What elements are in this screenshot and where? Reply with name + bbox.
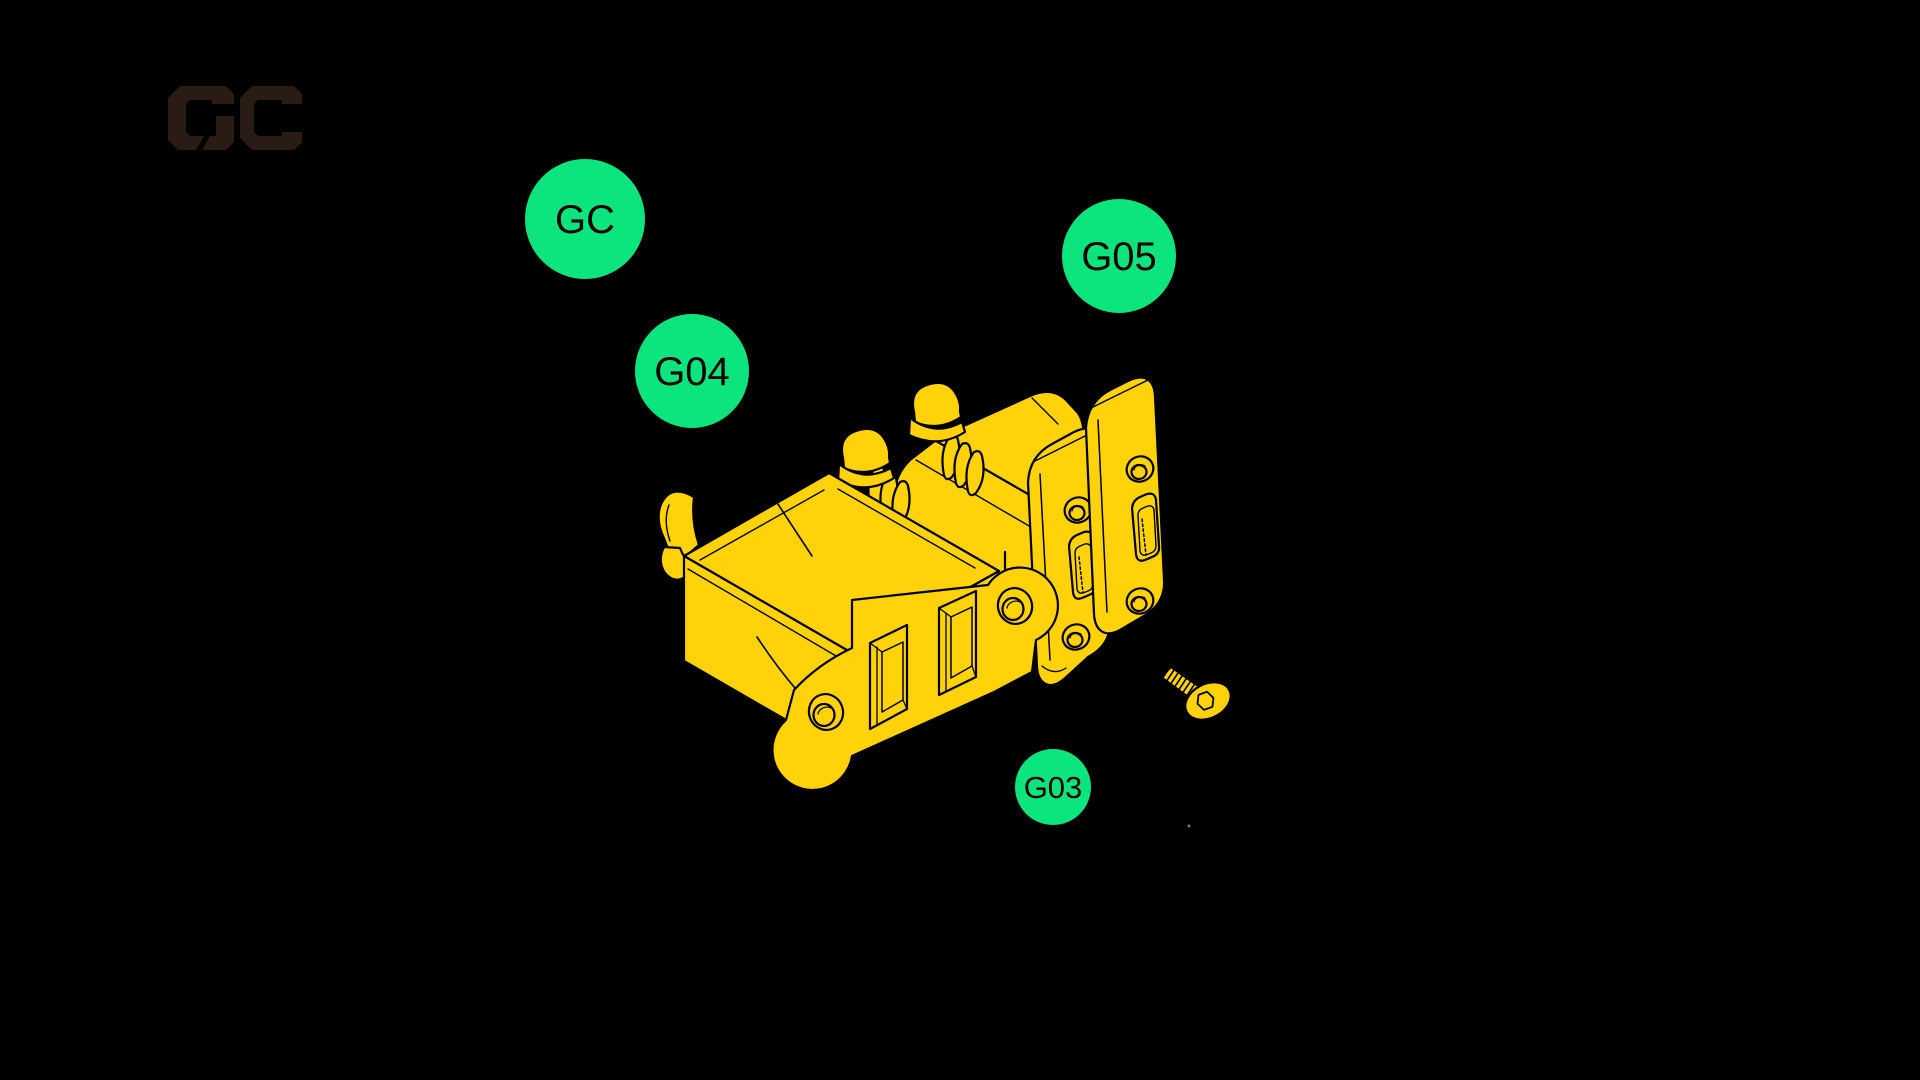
boss-arc-line: [756, 636, 796, 689]
top-chamfer-line: [837, 488, 976, 569]
plate-top-line: [1090, 378, 1151, 409]
slot-inner: [950, 606, 973, 679]
left-chamfer-line: [687, 568, 849, 664]
top-chamfer-line: [699, 489, 825, 561]
front-plate: [771, 566, 1060, 792]
plate-bottom-line: [1041, 665, 1067, 673]
screw: [1159, 665, 1232, 721]
badge-circle: [635, 314, 749, 428]
badge-label: GC: [555, 198, 615, 242]
block-ridge-line: [1031, 397, 1059, 425]
microusb-port: [1130, 492, 1161, 562]
usb-slot-2: [937, 589, 978, 697]
badge-g03: G03: [1015, 749, 1091, 825]
accent-line: [769, 491, 813, 557]
slot-wall-line: [938, 607, 977, 691]
microusb-plate-exploded: [1084, 376, 1166, 635]
screw-hex-socket: [1196, 690, 1215, 711]
block-chamfer-line: [915, 459, 1037, 531]
gc-logo: [168, 86, 302, 150]
badge-gc: GC: [525, 159, 645, 279]
plate-face: [771, 566, 1060, 792]
logo-letter-g-bar: [202, 116, 234, 150]
speck: [1187, 824, 1191, 828]
badge-g05: G05: [1062, 199, 1176, 313]
logo-letter-g: [168, 86, 234, 150]
badge-label: G04: [654, 350, 730, 394]
logo-letter-c: [240, 86, 302, 150]
pin-flange: [907, 416, 967, 443]
badge-circle: [525, 159, 645, 279]
pin-cap: [911, 381, 963, 428]
hook-arc-line: [665, 504, 671, 542]
badge-circle: [1015, 749, 1091, 825]
plate-edge-line: [1097, 419, 1108, 613]
slot-wall-line: [869, 642, 908, 725]
slot-inner: [881, 641, 904, 713]
badge-label: G05: [1081, 235, 1157, 279]
spring-pin-rear: [907, 381, 985, 497]
badge-circle: [1062, 199, 1176, 313]
screw-thread-lines: [1161, 666, 1195, 698]
pin-cap: [840, 427, 892, 474]
badge-label: G03: [1024, 770, 1083, 805]
badge-g04: G04: [635, 314, 749, 428]
usb-slot-1: [868, 623, 909, 731]
assembly: [657, 376, 1232, 828]
